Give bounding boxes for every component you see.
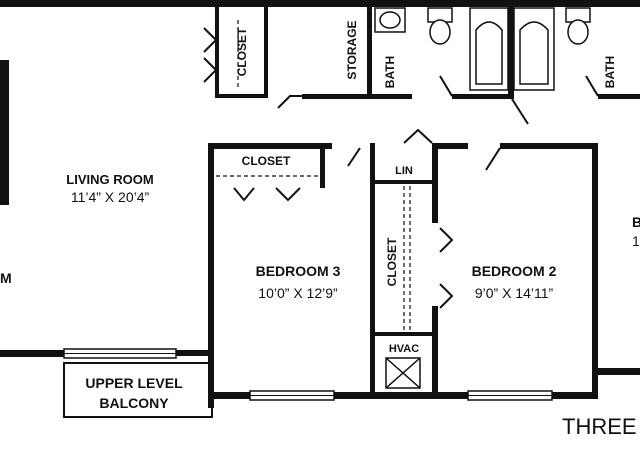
bedroom-2-label: BEDROOM 2	[472, 263, 557, 279]
windows	[63, 348, 553, 401]
toilet-bowl-icon	[429, 19, 451, 45]
bedroom-3-closet-label: CLOSET	[242, 154, 291, 168]
walls	[0, 0, 640, 418]
storage-door-swing	[277, 95, 302, 109]
hall-right-wall-upper	[432, 143, 438, 223]
labels: LIVING ROOM 11’4” X 20’4” BEDROOM 3 10’0…	[0, 20, 640, 439]
bedroom-3-dimensions: 10’0” X 12’9”	[258, 285, 338, 301]
closet-rods	[216, 20, 411, 330]
hall-closet-door-upper	[439, 227, 454, 253]
closet-top-left-wall	[215, 7, 219, 98]
bath-2-label: BATH	[603, 56, 617, 88]
bedroom3-top-wall	[212, 143, 332, 149]
storage-bottom-wall	[302, 94, 412, 99]
hall-closet-door-lower	[439, 283, 454, 309]
bedroom-3-label: BEDROOM 3	[256, 263, 341, 279]
bath-1-label: BATH	[383, 56, 397, 88]
balcony-label-line2: BALCONY	[99, 395, 169, 411]
balcony-outline	[63, 362, 213, 418]
top-wall	[0, 0, 640, 7]
closet-top-right-wall	[264, 7, 268, 98]
bedroom3-door-swing	[347, 147, 361, 167]
partial-left-room-label: M	[0, 270, 12, 286]
bedroom2-door-swing	[485, 147, 501, 171]
closet-door-upper	[203, 27, 218, 53]
bedroom3-left-wall	[208, 143, 214, 408]
linen-label: LIN	[395, 165, 413, 177]
living-room-dimensions: 11’4” X 20’4”	[71, 189, 150, 205]
bath-door-swing	[439, 75, 453, 97]
closet-door-lower	[203, 57, 218, 83]
bath-divider-wall	[508, 7, 514, 99]
left-edge-wall	[0, 60, 8, 205]
closet-top-bottom-wall	[215, 94, 268, 98]
hvac-unit	[385, 357, 421, 389]
bath-right-door-swing	[585, 75, 599, 97]
bath-door-line	[511, 98, 529, 125]
hvac-cross-b	[385, 357, 421, 389]
hall-left-wall	[370, 143, 375, 395]
bath-bottom-wall-left	[452, 94, 510, 99]
storage-bath-divider	[367, 7, 372, 99]
bedroom-2-dimensions: 9’0” X 14’11”	[475, 285, 554, 301]
bedroom3-closet-right-wall	[320, 143, 325, 188]
bedroom2-top-wall	[500, 143, 598, 149]
fixtures	[7, 7, 591, 205]
hvac-label: HVAC	[389, 343, 419, 355]
left-lower-wall	[0, 350, 64, 357]
bedroom2-right-wall	[592, 143, 598, 398]
hall-right-wall-lower	[432, 306, 438, 396]
living-room-label: LIVING ROOM	[66, 172, 153, 187]
hall-closet-label: CLOSET	[385, 237, 399, 286]
sink-basin-icon	[379, 11, 401, 29]
partial-right-room-dimensions: 1	[632, 233, 640, 249]
hall-top-wall-right	[438, 143, 468, 149]
hvac-top-wall	[372, 332, 434, 336]
doors	[203, 27, 599, 309]
bathtub-left-basin-icon	[475, 21, 503, 85]
partial-right-room-label: B	[632, 214, 640, 230]
bathtub-right-basin-icon	[519, 21, 549, 85]
bath-bottom-wall-right	[598, 94, 640, 99]
toilet-bowl-right-icon	[567, 19, 589, 45]
top-closet-label: CLOSET	[235, 27, 249, 76]
linen-door-swing	[403, 128, 433, 144]
closet-bi-fold-left	[233, 187, 255, 202]
bottom-wall	[208, 392, 598, 399]
plan-title: THREE	[562, 414, 637, 439]
linen-bottom-wall	[372, 180, 434, 184]
right-lower-wall	[592, 368, 640, 375]
balcony-label-line1: UPPER LEVEL	[85, 375, 183, 391]
storage-label: STORAGE	[345, 20, 359, 79]
closet-bi-fold-right	[275, 187, 301, 202]
